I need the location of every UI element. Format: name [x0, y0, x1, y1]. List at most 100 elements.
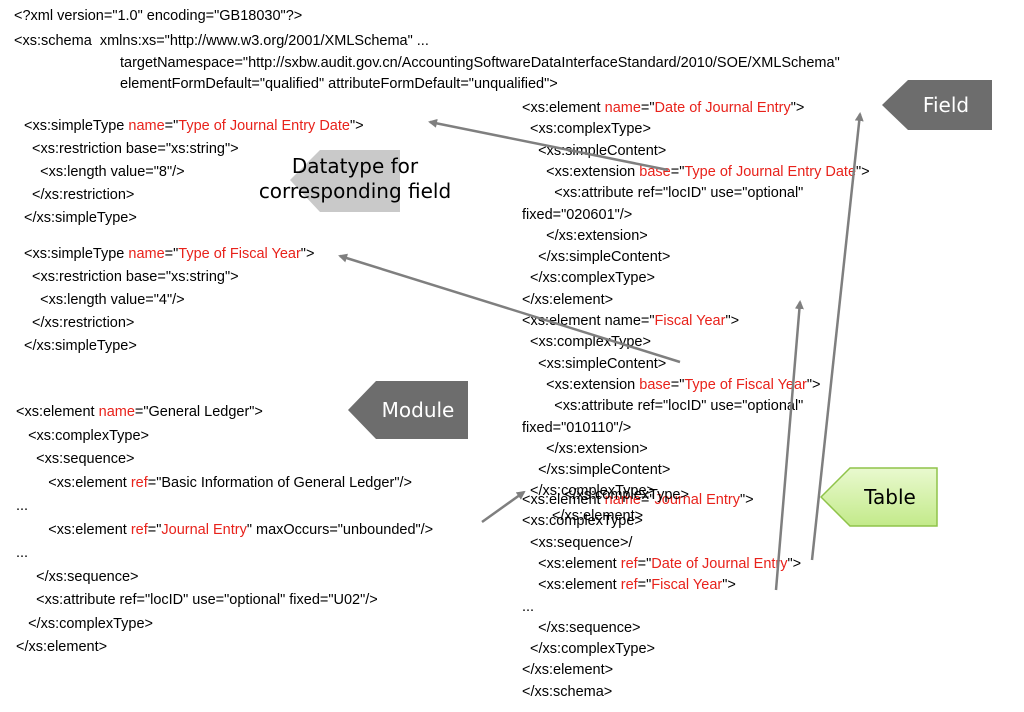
- code-line: </xs:complexType>: [522, 268, 655, 288]
- code-line: </xs:restriction>: [24, 185, 134, 205]
- code-token: <xs:restriction base="xs:string">: [24, 141, 239, 157]
- datatype-callout-line2: corresponding field: [258, 179, 452, 203]
- code-token: <xs:complexType>: [522, 513, 643, 530]
- code-line: </xs:complexType>: [522, 481, 655, 501]
- code-token: fixed="010110"/>: [522, 419, 632, 436]
- code-line: <xs:element name="Journal Entry">: [522, 490, 754, 510]
- highlighted-token: name: [604, 100, 641, 116]
- code-token: <xs:length value="8"/>: [24, 164, 185, 180]
- code-token: ">: [806, 376, 821, 393]
- code-token: </xs:complexType>: [522, 641, 655, 658]
- code-line: <xs:restriction base="xs:string">: [24, 267, 239, 287]
- code-token: </xs:extension>: [522, 227, 648, 244]
- arrow-ref-fiscal-to-field: [774, 300, 804, 591]
- code-line: <xs:attribute ref="locID" use="optional": [522, 183, 803, 203]
- field-callout-shape: [882, 80, 992, 130]
- code-line: fixed="020601"/>: [522, 205, 632, 225]
- overlap-element-close: </xs:element>: [552, 508, 644, 524]
- code-token: ">: [300, 246, 315, 262]
- code-token: <xs:attribute ref="locID" use="optional": [522, 185, 804, 202]
- module-callout-shape: [348, 381, 468, 439]
- code-token: <xs:element: [522, 100, 605, 116]
- code-line: </xs:element>: [522, 290, 613, 310]
- field-callout: Field: [882, 80, 992, 130]
- code-line: fixed="010110"/>: [522, 418, 631, 438]
- code-token: ">: [787, 555, 802, 572]
- code-line: <xs:element ref="Basic Information of Ge…: [16, 473, 412, 493]
- highlighted-token: Date of Journal Entry: [654, 100, 791, 116]
- code-line: </xs:restriction>: [24, 313, 134, 333]
- code-token: <xs:simpleContent>: [522, 142, 667, 159]
- table-callout: Table: [820, 467, 938, 527]
- code-line: </xs:extension>: [522, 439, 648, 459]
- code-token: ="General Ledger">: [134, 404, 263, 420]
- code-token: </xs:schema>: [522, 683, 613, 700]
- code-token: </xs:simpleType>: [24, 338, 137, 354]
- module-callout: Module: [348, 381, 468, 439]
- code-line: <xs:simpleContent>: [522, 354, 666, 374]
- code-token: </xs:element>: [522, 291, 614, 308]
- code-token: <xs:length value="4"/>: [24, 292, 185, 308]
- code-token: <xs:element name=": [522, 313, 655, 329]
- code-token: <xs:complexType>: [16, 427, 149, 444]
- code-line: <xs:attribute ref="locID" use="optional"…: [16, 590, 378, 610]
- code-line: <xs:simpleContent>: [522, 141, 666, 161]
- highlighted-token: name: [604, 492, 641, 508]
- highlighted-token: Fiscal Year: [651, 577, 723, 594]
- code-line: </xs:simpleType>: [24, 208, 137, 228]
- datatype-callout-line1: Datatype for: [291, 154, 419, 178]
- code-token: </xs:complexType>: [16, 615, 154, 632]
- code-line: </xs:schema>: [522, 682, 612, 702]
- code-line: <xs:attribute ref="locID" use="optional": [522, 396, 803, 416]
- code-token: <xs:sequence>: [16, 451, 135, 467]
- code-token: </xs:sequence>: [522, 619, 641, 636]
- code-line: </xs:sequence>: [16, 567, 138, 587]
- code-token: <xs:restriction base="xs:string">: [24, 269, 239, 285]
- highlighted-token: Journal Entry: [654, 492, 740, 508]
- code-line: <xs:sequence>: [16, 449, 135, 469]
- code-token: =": [670, 376, 685, 393]
- code-token: </xs:restriction>: [24, 315, 135, 331]
- highlighted-token: Fiscal Year: [654, 313, 726, 329]
- code-token: </xs:element>: [522, 662, 614, 679]
- highlighted-token: base: [639, 163, 671, 180]
- code-line: </xs:simpleContent>: [522, 460, 670, 480]
- code-token: <xs:element: [16, 474, 131, 491]
- code-token: <xs:attribute ref="locID" use="optional"…: [16, 592, 378, 608]
- code-line: </xs:element>: [16, 637, 107, 657]
- code-line: <xs:restriction base="xs:string">: [24, 139, 239, 159]
- code-token: <xs:simpleContent>: [522, 355, 667, 372]
- code-token: ">: [739, 492, 754, 508]
- code-token: <xs:element: [522, 577, 621, 594]
- code-token: <xs:element: [16, 404, 99, 420]
- code-token: =": [147, 521, 162, 538]
- code-line: <xs:extension base="Type of Fiscal Year"…: [522, 375, 821, 395]
- code-token: </xs:simpleType>: [24, 210, 137, 226]
- code-line: </xs:sequence>: [522, 618, 641, 638]
- code-token: ">: [790, 100, 805, 116]
- code-token: ...: [16, 545, 29, 561]
- code-token: </xs:simpleContent>: [522, 462, 671, 479]
- code-token: <xs:element: [522, 555, 621, 572]
- code-line: <xs:complexType>: [522, 511, 643, 531]
- code-line: ...: [16, 496, 28, 516]
- highlighted-token: ref: [130, 521, 148, 538]
- highlighted-token: name: [128, 246, 165, 262]
- code-line: <xs:complexType>: [522, 332, 651, 352]
- code-line: <xs:complexType>: [522, 119, 651, 139]
- code-line: <xs:simpleType name="Type of Journal Ent…: [24, 116, 364, 136]
- code-token: <xs:attribute ref="locID" use="optional": [522, 398, 804, 415]
- code-token: ="Basic Information of General Ledger"/>: [147, 474, 412, 491]
- code-token: =": [670, 163, 685, 180]
- code-line: <xs:complexType>: [16, 426, 149, 446]
- code-token: =": [164, 246, 179, 262]
- highlighted-token: Journal Entry: [161, 521, 247, 538]
- highlighted-token: ref: [620, 577, 638, 594]
- highlighted-token: ref: [620, 555, 638, 572]
- code-token: <xs:complexType>: [522, 121, 651, 138]
- datatype-callout-shape: [290, 150, 400, 212]
- highlighted-token: Type of Journal Entry Date: [684, 163, 857, 180]
- schema-target-namespace: targetNamespace="http://sxbw.audit.gov.c…: [120, 55, 840, 71]
- code-token: =": [637, 577, 652, 594]
